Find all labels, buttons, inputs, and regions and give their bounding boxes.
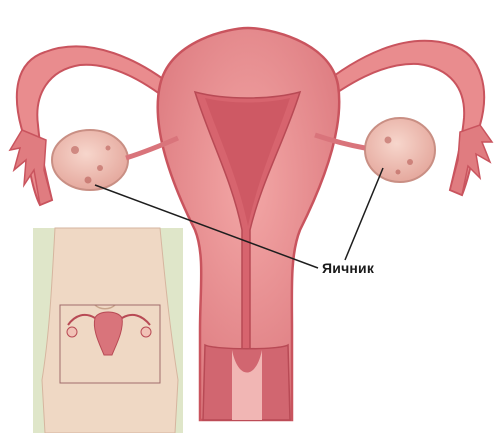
body-inset xyxy=(33,228,183,433)
leader-line-right-ovary xyxy=(345,168,383,260)
ovary-label: Яичник xyxy=(322,260,374,276)
